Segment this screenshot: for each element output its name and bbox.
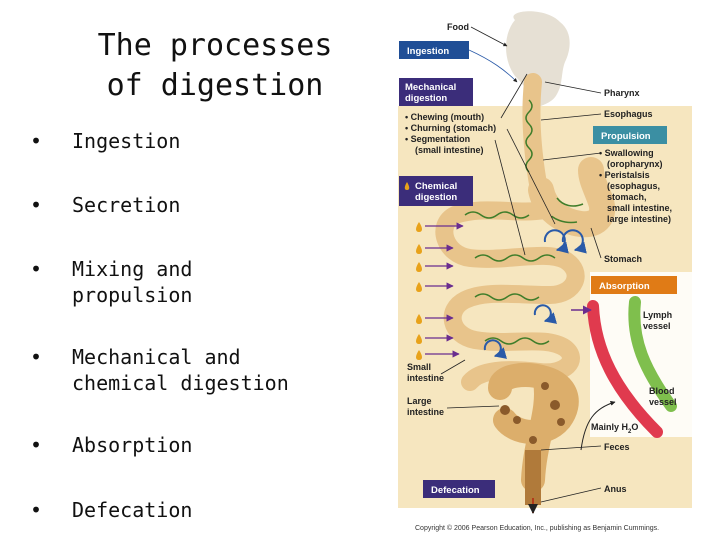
prop-item-oropharynx: (oropharynx) <box>607 159 663 169</box>
prop-item-stomach: stomach, <box>607 192 647 202</box>
copyright-notice: Copyright © 2006 Pearson Education, Inc.… <box>415 524 659 532</box>
prop-item-large-intestine: large intestine) <box>607 214 671 224</box>
bullet-glyph: • <box>30 257 43 281</box>
lymph-vessel-label-1: Lymph <box>643 310 672 320</box>
blood-vessel <box>587 300 663 438</box>
list-item-text-line-2: propulsion <box>72 283 193 307</box>
mech-item-segmentation-detail: (small intestine) <box>415 145 484 155</box>
small-intestine-wave <box>464 211 556 345</box>
list-item-text: Absorption <box>72 433 193 457</box>
stomach <box>528 157 616 238</box>
absorption-box-label: Absorption <box>599 281 650 292</box>
slide-title: The processes of digestion <box>50 26 380 106</box>
pharynx-label: Pharynx <box>604 88 640 98</box>
mech-item-segmentation: • Segmentation <box>405 134 470 144</box>
chemical-box-line-2: digestion <box>415 192 457 203</box>
prop-item-esophagus: (esophagus, <box>607 181 660 191</box>
mechanical-box-line-2: digestion <box>405 93 447 104</box>
lymph-vessel <box>628 296 677 412</box>
enzyme-arrows <box>425 222 464 358</box>
propulsion-box-label: Propulsion <box>601 131 651 142</box>
leader-lines <box>440 26 602 503</box>
small-intestine-label-2: intestine <box>407 373 444 383</box>
prop-item-peristalsis: • Peristalsis <box>599 170 650 180</box>
feces-label: Feces <box>604 442 630 452</box>
bullet-glyph: • <box>30 129 43 153</box>
food-label: Food <box>447 22 469 32</box>
prop-item-swallowing: • Swallowing <box>599 148 654 158</box>
anus-label: Anus <box>604 484 627 494</box>
water-label: Mainly H2O <box>591 422 638 435</box>
defecation-box-label: Defecation <box>431 485 480 496</box>
list-item-defecation: • Defecation <box>30 497 372 523</box>
large-intestine-label-2: intestine <box>407 407 444 417</box>
blood-vessel-label-2: vessel <box>649 397 677 407</box>
title-line-1: The processes <box>97 28 333 63</box>
chemical-box-line-1: Chemical <box>415 181 457 192</box>
chemical-digestion-box: Chemical digestion <box>399 176 473 206</box>
list-item-text: Mixing and <box>72 257 193 281</box>
bullet-glyph: • <box>30 498 43 522</box>
list-item-text: Defecation <box>72 498 193 522</box>
list-item-absorption: • Absorption <box>30 432 372 458</box>
ingestion-box: Ingestion <box>399 41 469 59</box>
propulsion-box: Propulsion <box>593 126 667 144</box>
list-item-text-line-2: chemical digestion <box>72 371 289 395</box>
mech-item-churning: • Churning (stomach) <box>405 123 496 133</box>
lymph-vessel-label-2: vessel <box>643 321 671 331</box>
large-intestine-label-1: Large <box>407 396 432 406</box>
digestive-system-diagram: Ingestion Mechanical digestion Chemical … <box>398 11 693 532</box>
defecation-box: Defecation <box>423 480 495 498</box>
bullet-glyph: • <box>30 193 43 217</box>
list-item-text: Mechanical and <box>72 345 241 369</box>
small-intestine <box>435 201 585 391</box>
title-line-2: of digestion <box>106 68 324 103</box>
water-label-text: Mainly H <box>591 422 628 432</box>
blood-vessel-label-1: Blood <box>649 386 675 396</box>
stomach-label: Stomach <box>604 254 642 264</box>
list-item-ingestion: • Ingestion <box>30 128 372 154</box>
small-intestine-label-1: Small <box>407 362 431 372</box>
list-item-text: Ingestion <box>72 129 181 153</box>
bullet-glyph: • <box>30 433 43 457</box>
water-label-subscript: 2 <box>628 429 632 435</box>
mechanical-box-line-1: Mechanical <box>405 82 456 93</box>
churning-swirls <box>483 229 587 359</box>
mechanical-digestion-box: Mechanical digestion <box>399 78 473 106</box>
list-item-text: Secretion <box>72 193 181 217</box>
esophagus-wave <box>525 99 533 173</box>
absorption-box: Absorption <box>591 276 677 294</box>
list-item-secretion: • Secretion <box>30 192 372 218</box>
mech-item-chewing: • Chewing (mouth) <box>405 112 484 122</box>
feces <box>500 382 565 444</box>
water-arrow <box>580 400 616 451</box>
esophagus-label: Esophagus <box>604 109 653 119</box>
ingestion-box-label: Ingestion <box>407 46 449 57</box>
bullet-glyph: • <box>30 345 43 369</box>
water-label-end: O <box>631 422 638 432</box>
prop-item-small-intestine: small intestine, <box>607 203 672 213</box>
